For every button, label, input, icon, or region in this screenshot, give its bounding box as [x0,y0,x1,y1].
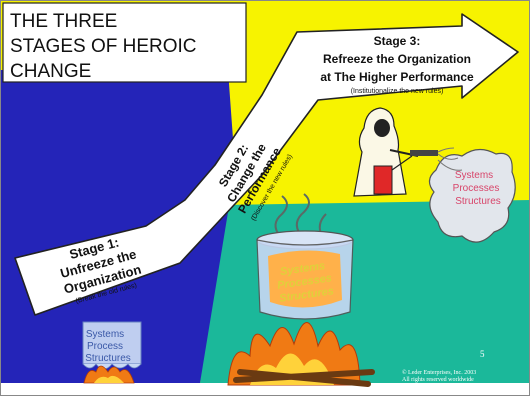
ice-block-text-3: Structures [85,353,131,364]
frozen-cloud-illustration: Systems Processes Structures [428,147,516,243]
frozen-text-2: Processes [453,183,500,194]
small-fire-core [94,375,124,383]
title-line-2: STAGES OF HEROIC [10,36,197,57]
title-line-1: THE THREE [10,11,117,32]
hazmat-figure-illustration [353,107,438,197]
ice-block-text-2: Process [87,341,123,352]
spray-gun [410,150,438,156]
figure-hose [391,155,413,171]
ice-block [82,321,142,365]
copyright-line-2: All rights reserved worldwide [402,377,474,383]
small-fire [83,365,135,384]
figure-body [353,107,407,197]
pot-contents [268,250,342,308]
stage-3-heading-line-1: Stage 3: [374,34,421,48]
ice-block-text-1: Systems [86,329,124,340]
ice-drips [82,363,142,370]
title-box: THE THREE STAGES OF HEROIC CHANGE [2,2,247,83]
frozen-text-1: Systems [455,170,493,181]
ice-block-illustration: Systems Process Structures [82,321,142,384]
copyright-line-1: © Leder Enterprises, Inc. 2003 [402,369,476,376]
figure-face [374,119,390,137]
stage-3-heading-line-2: Refreeze the Organization [323,52,471,66]
page-number: 5 [480,349,485,359]
campfire-logs [233,369,375,387]
spray-tank [373,165,393,195]
title-line-3: CHANGE [10,61,91,82]
stage-3-subtitle: (Institutionalize the new rules) [351,88,444,95]
stage-3-label: Stage 3: Refreeze the Organization at Th… [320,34,474,95]
campfire-pot-illustration: Systems Processes Structures [227,193,375,387]
background-white-bottom [0,383,530,396]
frozen-cloud [428,148,516,243]
stage-3-heading-line-3: at The Higher Performance [320,70,474,84]
stages-arrow [14,13,519,316]
spray-lines [437,147,463,171]
frozen-text-3: Structures [455,196,501,207]
